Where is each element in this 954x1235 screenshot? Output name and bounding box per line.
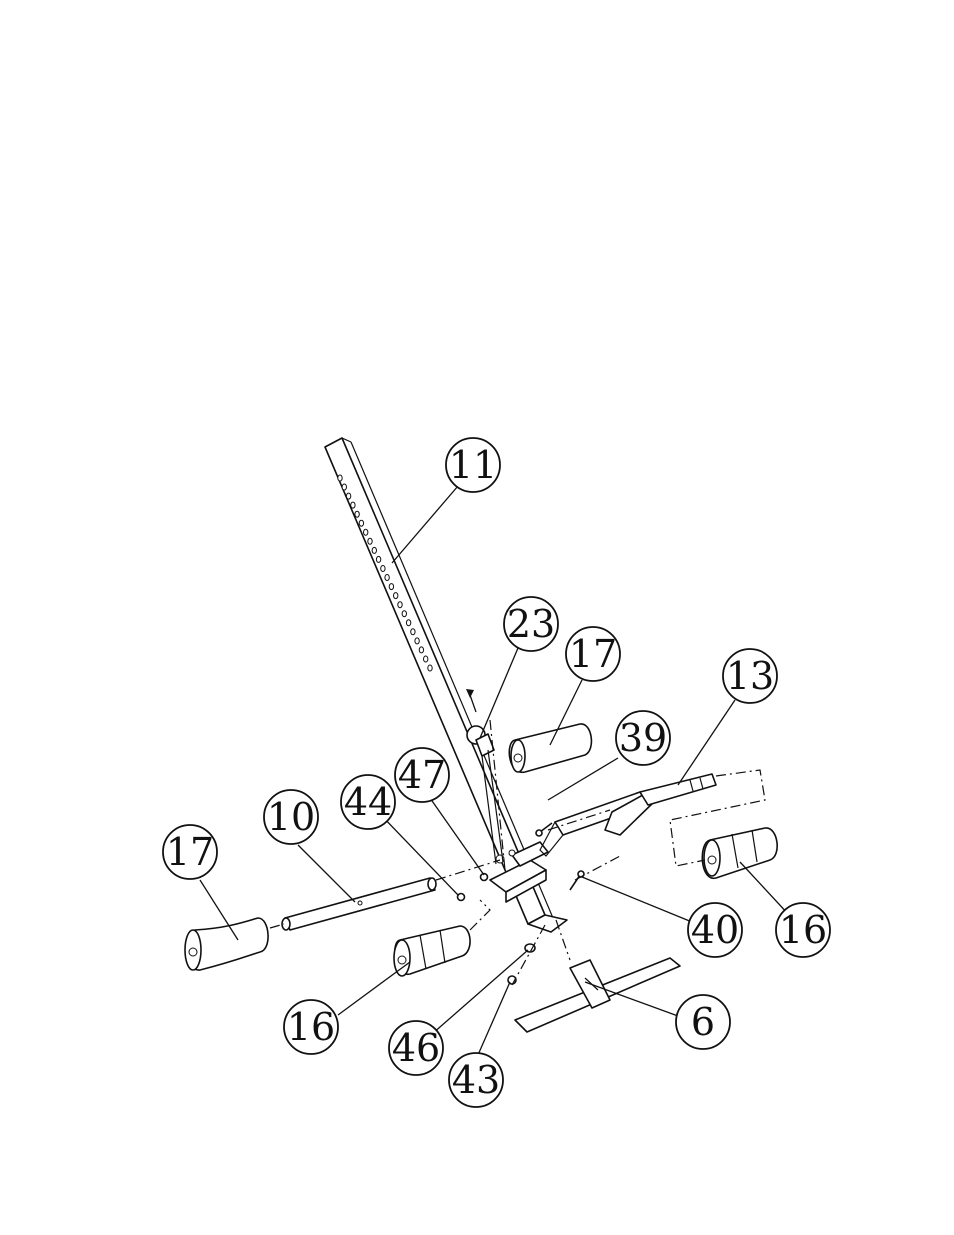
- callout-47: 47: [395, 748, 449, 802]
- callout-43-label: 43: [452, 1058, 500, 1102]
- part-39-bolt-head: [536, 830, 542, 836]
- callout-17-upper-label: 17: [569, 632, 617, 676]
- adjustment-hole: [355, 511, 359, 517]
- adjustment-hole: [424, 656, 428, 662]
- callout-13: 13: [723, 649, 777, 703]
- adjustment-hole: [342, 484, 346, 490]
- callout-23: 23: [504, 597, 558, 651]
- callout-46: 46: [389, 1021, 443, 1075]
- part-44-nut: [458, 894, 465, 901]
- callout-16-lower-label: 16: [287, 1005, 335, 1049]
- callout-47-label: 47: [398, 753, 446, 797]
- callout-23-label: 23: [507, 602, 555, 646]
- adjustment-hole: [368, 538, 372, 544]
- callout-17-upper: 17: [566, 627, 620, 681]
- adjustment-hole: [398, 602, 402, 608]
- callout-43: 43: [449, 1053, 503, 1107]
- adjustment-hole: [364, 529, 368, 535]
- part-17-foam-roller-upper: [509, 724, 591, 772]
- adjustment-hole: [419, 647, 423, 653]
- part-16-foam-roller-right: [702, 828, 777, 878]
- callout-13-label: 13: [726, 654, 774, 698]
- part-10-roller-rod: [282, 878, 436, 930]
- adjustment-hole: [372, 547, 376, 553]
- callout-17-left-label: 17: [166, 830, 214, 874]
- adjustment-hole: [381, 566, 385, 572]
- callout-16-right-label: 16: [779, 908, 827, 952]
- pull-direction-arrow-icon: [466, 689, 474, 698]
- adjustment-hole: [376, 556, 380, 562]
- callout-11: 11: [446, 438, 500, 492]
- adjustment-hole: [406, 620, 410, 626]
- adjustment-hole: [415, 638, 419, 644]
- adjustment-hole: [411, 629, 415, 635]
- callout-40: 40: [688, 903, 742, 957]
- callout-6: 6: [676, 995, 730, 1049]
- adjustment-hole: [346, 493, 350, 499]
- part-6-base-foot: [515, 958, 680, 1032]
- adjustment-hole: [385, 575, 389, 581]
- part-16-foam-roller-lower: [394, 926, 470, 976]
- callout-40-label: 40: [691, 908, 739, 952]
- part-13-pad-arm: [540, 774, 716, 856]
- callout-16-lower: 16: [284, 1000, 338, 1054]
- part-17-foam-roller-left: [185, 918, 268, 970]
- callout-10: 10: [264, 790, 318, 844]
- adjustment-hole: [389, 584, 393, 590]
- callout-17-left: 17: [163, 825, 217, 879]
- callout-6-label: 6: [691, 1000, 715, 1044]
- adjustment-hole: [359, 520, 363, 526]
- callout-44: 44: [341, 775, 395, 829]
- callout-11-label: 11: [449, 443, 497, 487]
- callout-39: 39: [616, 711, 670, 765]
- callout-44-label: 44: [344, 780, 392, 824]
- adjustment-hole: [428, 665, 432, 671]
- adjustment-hole: [402, 611, 406, 617]
- callout-39-label: 39: [619, 716, 667, 760]
- adjustment-hole: [351, 502, 355, 508]
- adjustment-hole: [338, 475, 342, 481]
- callout-16-right: 16: [776, 903, 830, 957]
- callout-46-label: 46: [392, 1026, 440, 1070]
- callout-10-label: 10: [267, 795, 315, 839]
- adjustment-hole: [394, 593, 398, 599]
